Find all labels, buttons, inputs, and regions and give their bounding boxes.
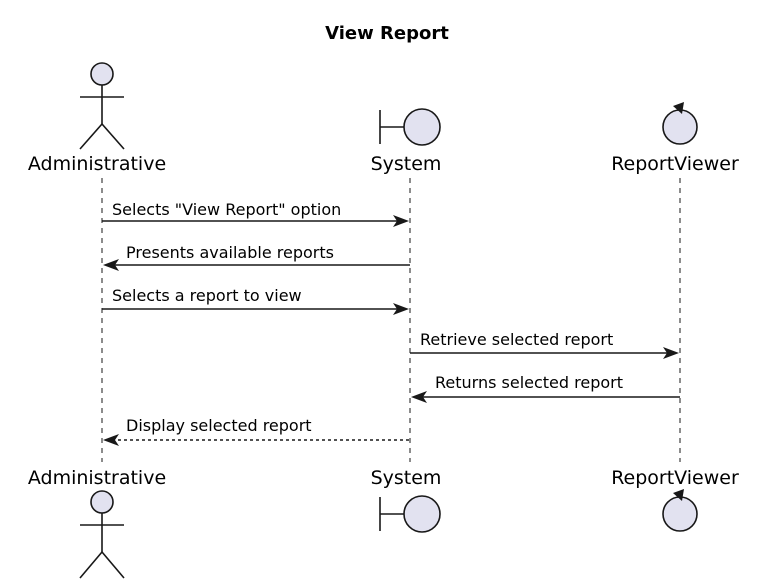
- boundary-icon-top: [379, 108, 441, 146]
- message-2: Presents available reports: [103, 243, 410, 271]
- arrowhead: [103, 259, 119, 271]
- message-label: Display selected report: [126, 416, 312, 435]
- diagram-title: View Report: [325, 23, 449, 44]
- participant-reportviewer-top: ReportViewer: [611, 153, 739, 175]
- participant-administrative-top: Administrative: [28, 153, 166, 175]
- message-4: Retrieve selected report: [410, 330, 679, 359]
- participant-system-top: System: [371, 153, 442, 175]
- message-6: Display selected report: [103, 416, 410, 446]
- boundary-icon-bottom: [379, 495, 441, 533]
- message-1: Selects "View Report" option: [102, 200, 409, 227]
- control-icon-top: [662, 102, 698, 145]
- message-label: Retrieve selected report: [420, 330, 613, 349]
- arrowhead: [393, 303, 409, 315]
- actor-icon-top: [79, 62, 125, 150]
- message-label: Selects "View Report" option: [112, 200, 341, 219]
- arrowhead: [663, 347, 679, 359]
- participant-system-bottom: System: [371, 467, 442, 489]
- message-3: Selects a report to view: [102, 286, 409, 315]
- message-label: Returns selected report: [435, 373, 623, 392]
- message-5: Returns selected report: [411, 373, 680, 403]
- message-label: Presents available reports: [126, 243, 334, 262]
- arrowhead: [393, 215, 409, 227]
- participant-reportviewer-bottom: ReportViewer: [611, 467, 739, 489]
- control-icon-bottom: [662, 489, 698, 532]
- message-label: Selects a report to view: [112, 286, 302, 305]
- arrowhead: [411, 391, 427, 403]
- arrowhead: [103, 434, 119, 446]
- participant-administrative-bottom: Administrative: [28, 467, 166, 489]
- actor-icon-bottom: [79, 490, 125, 579]
